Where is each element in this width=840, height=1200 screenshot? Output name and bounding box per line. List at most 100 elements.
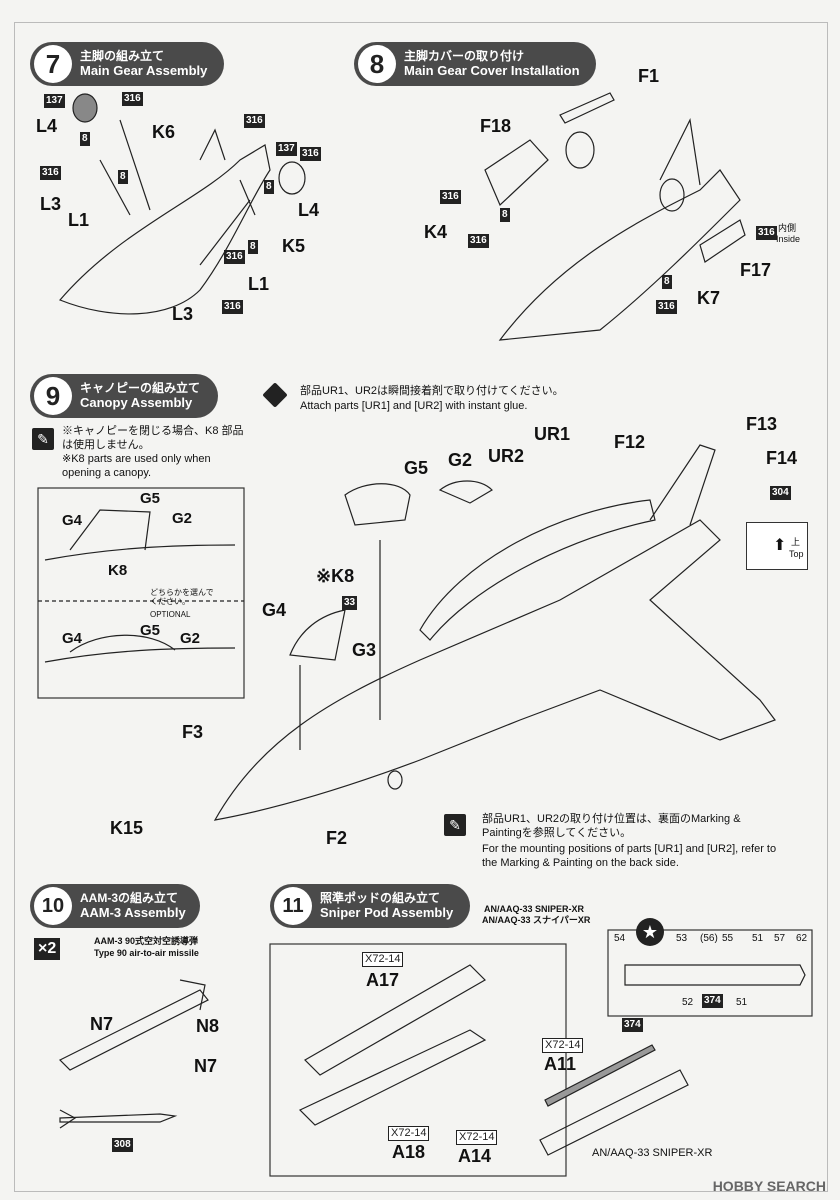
color-code: 8 bbox=[264, 180, 274, 194]
part-label: K15 bbox=[110, 818, 144, 838]
part-label: G4 bbox=[262, 600, 287, 620]
step-7-header: 7 主脚の組み立て Main Gear Assembly bbox=[30, 42, 224, 86]
arrow-up-icon: ⬆ bbox=[773, 537, 787, 554]
color-code: 316 bbox=[656, 300, 677, 314]
missile-label-jp: AAM-3 90式空対空誘導弾 bbox=[94, 936, 199, 946]
decal-number: 52 bbox=[682, 997, 694, 1008]
part-label: G2 bbox=[172, 510, 193, 527]
part-label: A17 bbox=[366, 970, 400, 990]
part-label: G3 bbox=[352, 640, 377, 660]
step-title-en: Canopy Assembly bbox=[80, 395, 193, 410]
position-note-jp: 部品UR1、UR2の取り付け位置は、裏面のMarking & Paintingを… bbox=[482, 813, 741, 839]
step-title-en: Main Gear Cover Installation bbox=[404, 63, 580, 78]
decal-number: 51 bbox=[752, 933, 764, 944]
top-label-jp: 上 bbox=[791, 537, 801, 547]
decal-number: 55 bbox=[722, 933, 734, 944]
part-label: F1 bbox=[638, 66, 660, 86]
color-code: 8 bbox=[662, 275, 672, 289]
top-direction-box: ⬆ 上 Top bbox=[746, 522, 808, 570]
color-code: 137 bbox=[276, 142, 297, 156]
decal-number: (56) bbox=[700, 933, 718, 944]
pod-name-jp: AN/AAQ-33 スナイパーXR bbox=[482, 915, 591, 925]
part-label: G2 bbox=[448, 450, 473, 470]
color-code: 316 bbox=[224, 250, 245, 264]
canopy-note-en: ※K8 parts are used only when opening a c… bbox=[62, 453, 211, 479]
step-title-jp: 主脚カバーの取り付け bbox=[404, 49, 525, 63]
color-code: 8 bbox=[80, 132, 90, 146]
part-label: F18 bbox=[480, 116, 512, 136]
top-label-en: Top bbox=[789, 549, 804, 559]
step-title-en: Sniper Pod Assembly bbox=[320, 905, 454, 920]
part-label: G5 bbox=[140, 490, 161, 507]
inside-label-en: Inside bbox=[776, 234, 801, 244]
color-code: 316 bbox=[300, 147, 321, 161]
color-code: 316 bbox=[40, 166, 61, 180]
optional-note-jp: どちらかを選んでください。 bbox=[150, 588, 214, 606]
decal-number: 53 bbox=[676, 933, 688, 944]
part-label: F17 bbox=[740, 260, 772, 280]
color-code: 316 bbox=[122, 92, 143, 106]
step-number: 10 bbox=[34, 887, 72, 925]
part-label: G4 bbox=[62, 512, 83, 529]
part-label: G4 bbox=[62, 630, 83, 647]
part-label: L1 bbox=[248, 274, 270, 294]
glue-note-en: Attach parts [UR1] and [UR2] with instan… bbox=[300, 400, 528, 412]
pod-final-label: AN/AAQ-33 SNIPER-XR bbox=[592, 1147, 713, 1159]
color-code: 374 bbox=[622, 1018, 643, 1032]
decal-number: 51 bbox=[736, 997, 748, 1008]
color-code: 374 bbox=[702, 994, 723, 1008]
step-10-header: 10 AAM-3の組み立て AAM-3 Assembly bbox=[30, 884, 200, 928]
part-label: K4 bbox=[424, 222, 448, 242]
part-label: G5 bbox=[404, 458, 429, 478]
color-code: 8 bbox=[248, 240, 258, 254]
part-tree-code: X72-14 bbox=[542, 1038, 584, 1053]
step-title-jp: AAM-3の組み立て bbox=[80, 891, 178, 905]
part-tree-code: X72-14 bbox=[456, 1130, 498, 1145]
position-note-en: For the mounting positions of parts [UR1… bbox=[482, 843, 777, 869]
part-label: L3 bbox=[172, 304, 194, 324]
step-11-header: 11 照準ポッドの組み立て Sniper Pod Assembly bbox=[270, 884, 470, 928]
step-title-jp: 照準ポッドの組み立て bbox=[320, 891, 441, 905]
decal-number: 57 bbox=[774, 933, 786, 944]
part-label: K5 bbox=[282, 236, 306, 256]
optional-label: OPTIONAL bbox=[150, 610, 191, 619]
color-code: 316 bbox=[756, 226, 777, 240]
part-label: UR2 bbox=[488, 446, 525, 466]
part-label: K6 bbox=[152, 122, 176, 142]
part-label: G2 bbox=[180, 630, 201, 647]
part-tree-code: X72-14 bbox=[388, 1126, 430, 1141]
part-label: N7 bbox=[194, 1056, 218, 1076]
step-number: 11 bbox=[274, 887, 312, 925]
part-label: F2 bbox=[326, 828, 348, 848]
step-title-jp: キャノピーの組み立て bbox=[80, 381, 201, 395]
color-code: 316 bbox=[222, 300, 243, 314]
part-label: UR1 bbox=[534, 424, 571, 444]
decal-star-icon: ★ bbox=[636, 918, 664, 946]
part-label: A18 bbox=[392, 1142, 426, 1162]
color-code: 308 bbox=[112, 1138, 133, 1152]
decal-number: 62 bbox=[796, 933, 808, 944]
part-label: F12 bbox=[614, 432, 646, 452]
watermark: HOBBY SEARCH bbox=[712, 1178, 826, 1194]
inside-label-jp: 内側 bbox=[778, 223, 797, 233]
step-8-header: 8 主脚カバーの取り付け Main Gear Cover Installatio… bbox=[354, 42, 596, 86]
part-label: ※K8 bbox=[316, 566, 355, 586]
part-label: K8 bbox=[108, 562, 128, 579]
part-label: G5 bbox=[140, 622, 161, 639]
color-code: 137 bbox=[44, 94, 65, 108]
part-label: N8 bbox=[196, 1016, 220, 1036]
decal-number: 54 bbox=[614, 933, 626, 944]
part-label: L1 bbox=[68, 210, 90, 230]
part-tree-code: X72-14 bbox=[362, 952, 404, 967]
step-number: 8 bbox=[358, 45, 396, 83]
part-label: F14 bbox=[766, 448, 798, 468]
part-label: L3 bbox=[40, 194, 62, 214]
step-title-jp: 主脚の組み立て bbox=[80, 49, 165, 63]
color-code: 316 bbox=[468, 234, 489, 248]
color-code: 33 bbox=[342, 596, 358, 610]
part-label: A14 bbox=[458, 1146, 492, 1166]
canopy-note-jp: ※キャノピーを閉じる場合、K8 部品は使用しません。 bbox=[62, 425, 244, 451]
part-label: A11 bbox=[544, 1054, 577, 1074]
instruction-sheet bbox=[14, 22, 828, 1192]
